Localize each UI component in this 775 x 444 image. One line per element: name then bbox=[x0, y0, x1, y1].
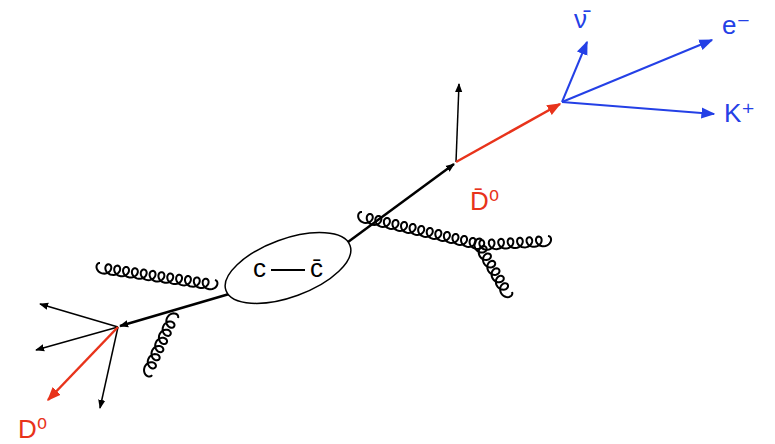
d0-track bbox=[48, 327, 118, 400]
charm-line bbox=[120, 292, 236, 326]
ellipse bbox=[216, 218, 360, 318]
particle-label: e⁻ bbox=[722, 12, 750, 38]
track bbox=[40, 304, 118, 327]
meson-tracks bbox=[48, 104, 560, 400]
text-row: c c̄ bbox=[222, 233, 354, 303]
charm-quark-lines bbox=[120, 164, 454, 326]
fragment-tracks bbox=[36, 84, 459, 408]
anticharm-line bbox=[348, 164, 454, 242]
decay-tracks bbox=[562, 40, 714, 114]
meson-label: D⁰ bbox=[18, 416, 47, 442]
dbar0-track bbox=[456, 104, 560, 162]
pair-ellipse: c c̄ bbox=[222, 233, 354, 303]
gluon bbox=[474, 239, 512, 298]
gluon bbox=[97, 263, 218, 289]
gluon bbox=[144, 313, 178, 376]
track bbox=[456, 84, 459, 162]
meson-label: D̄⁰ bbox=[470, 188, 499, 214]
particle-label: K⁺ bbox=[724, 100, 755, 126]
track bbox=[100, 327, 118, 408]
electron-track bbox=[562, 40, 712, 102]
quark-symbol: c̄ bbox=[310, 255, 323, 281]
gluon bbox=[358, 212, 484, 249]
pair-bond bbox=[271, 269, 305, 271]
quark-symbol: c bbox=[253, 255, 266, 281]
particle-label: ν̄ bbox=[574, 6, 587, 32]
ellipse-outline bbox=[222, 233, 354, 303]
kaon-track bbox=[562, 102, 714, 114]
gluon bbox=[479, 236, 551, 250]
gluons bbox=[97, 212, 552, 377]
